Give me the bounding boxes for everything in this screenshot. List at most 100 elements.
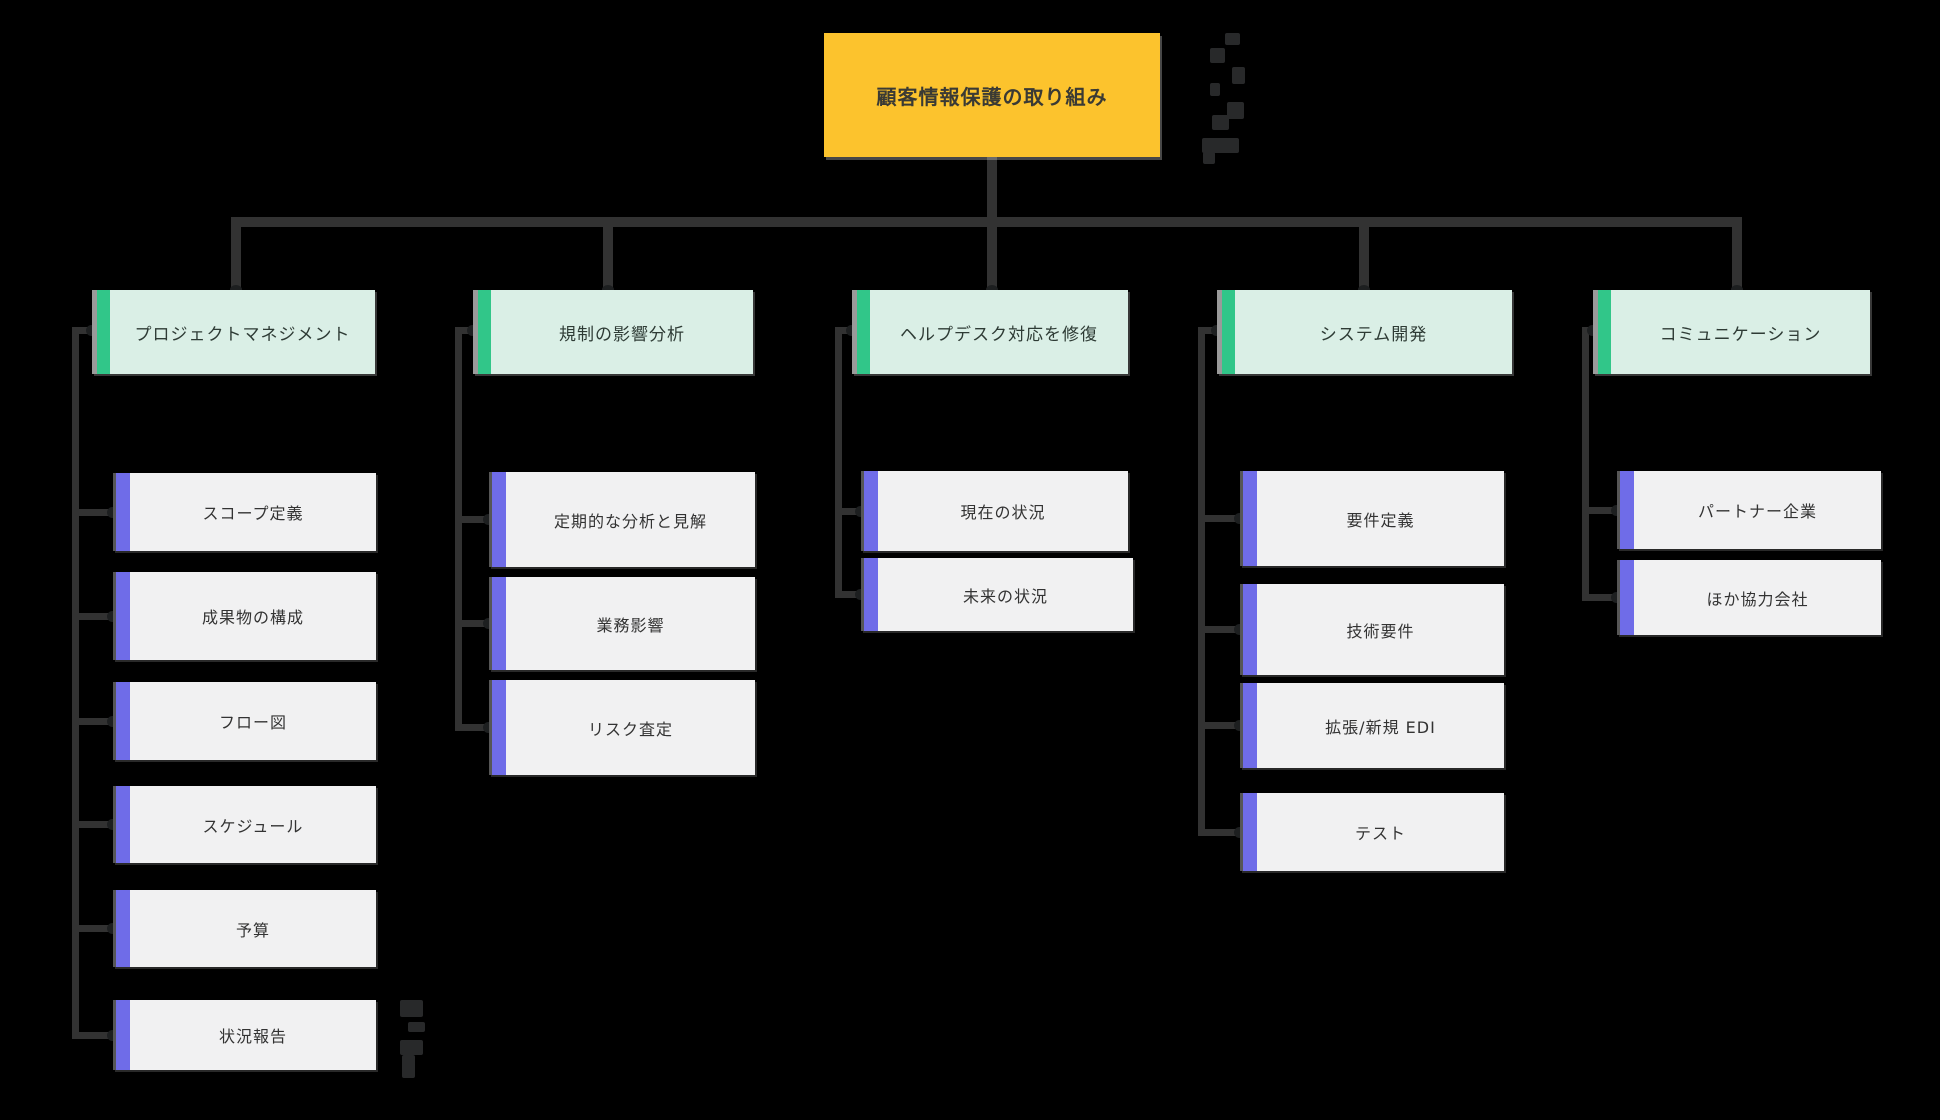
connector-drop-branch-4 [1358, 226, 1370, 294]
child-node-other-partner-firms[interactable]: ほか協力会社 [1617, 560, 1881, 635]
child-node-label: 拡張/新規 EDI [1325, 717, 1436, 737]
branch-header-label: ヘルプデスク対応を修復 [900, 324, 1098, 345]
child-node-future-state[interactable]: 未来の状況 [861, 558, 1133, 631]
branch-header-regulatory-analysis[interactable]: 規制の影響分析 [473, 290, 753, 374]
connector-stub-header-4 [1198, 324, 1222, 336]
child-node-label: パートナー企業 [1697, 502, 1817, 521]
connector-stub [72, 506, 118, 518]
child-accent-bar [1243, 793, 1257, 871]
child-node-label: 現在の状況 [960, 503, 1046, 522]
branch-header-helpdesk-repair[interactable]: ヘルプデスク対応を修復 [852, 290, 1128, 374]
child-accent-bar [864, 471, 878, 551]
child-node-budget[interactable]: 予算 [113, 890, 376, 967]
child-accent-bar [116, 1000, 130, 1070]
branch-header-system-development[interactable]: システム開発 [1217, 290, 1512, 374]
child-node-technical-requirements[interactable]: 技術要件 [1240, 584, 1504, 675]
child-node-deliverables-structure[interactable]: 成果物の構成 [113, 572, 376, 660]
child-node-status-report[interactable]: 状況報告 [113, 1000, 376, 1070]
sketch-mark [1227, 102, 1244, 119]
connector-stub [72, 818, 118, 830]
connector-trunk-branch-4 [1198, 327, 1205, 835]
connector-stub [1198, 512, 1245, 524]
branch-header-communication[interactable]: コミュニケーション [1593, 290, 1870, 374]
branch-header-label: 規制の影響分析 [559, 324, 685, 345]
connector-root-trunk [987, 155, 997, 218]
connector-drop-branch-1 [230, 226, 242, 294]
child-accent-bar [116, 473, 130, 551]
sketch-mark [1210, 48, 1225, 63]
child-node-expansion-new-edi[interactable]: 拡張/新規 EDI [1240, 683, 1504, 768]
child-node-schedule[interactable]: スケジュール [113, 786, 376, 863]
connector-drop-branch-5 [1731, 226, 1743, 294]
child-node-label: 技術要件 [1346, 621, 1415, 641]
connector-trunk-branch-1 [72, 327, 79, 1038]
child-edge [1240, 584, 1243, 675]
child-edge [489, 577, 492, 670]
child-node-label: ほか協力会社 [1706, 589, 1809, 609]
connector-stub [1582, 591, 1622, 603]
child-edge [113, 473, 116, 551]
child-node-partner-companies[interactable]: パートナー企業 [1617, 471, 1881, 549]
child-accent-bar [1620, 471, 1634, 549]
child-node-flow-diagram[interactable]: フロー図 [113, 682, 376, 760]
child-node-label: 成果物の構成 [201, 608, 304, 627]
header-edge [852, 290, 857, 374]
header-accent-bar [97, 290, 110, 374]
child-edge [861, 558, 864, 631]
child-node-current-state[interactable]: 現在の状況 [861, 471, 1128, 551]
child-edge [113, 682, 116, 760]
sketch-mark [402, 1055, 415, 1078]
sketch-mark [1232, 67, 1245, 84]
connector-stub-header-1 [72, 324, 97, 336]
child-node-periodic-analysis[interactable]: 定期的な分析と見解 [489, 472, 755, 567]
child-accent-bar [1243, 683, 1257, 768]
child-node-testing[interactable]: テスト [1240, 793, 1504, 871]
connector-stub-header-5 [1582, 324, 1598, 336]
header-accent-bar [857, 290, 870, 374]
connector-stub [455, 721, 494, 733]
child-edge [113, 572, 116, 660]
branch-header-project-management[interactable]: プロジェクトマネジメント [92, 290, 375, 374]
connector-drop-branch-3 [986, 226, 998, 294]
child-accent-bar [1620, 560, 1634, 635]
sketch-mark [1210, 83, 1220, 96]
child-node-label: リスク査定 [587, 719, 673, 739]
child-node-label: 業務影響 [596, 615, 665, 635]
connector-stub [72, 922, 118, 934]
sketch-mark [1212, 115, 1229, 130]
child-accent-bar [116, 682, 130, 760]
child-accent-bar [1243, 584, 1257, 675]
child-node-label: 要件定義 [1346, 510, 1415, 530]
sketch-mark [1225, 33, 1240, 45]
child-node-label: 予算 [235, 920, 270, 940]
child-accent-bar [492, 680, 506, 775]
child-node-scope-definition[interactable]: スコープ定義 [113, 473, 376, 551]
root-node[interactable]: 顧客情報保護の取り組み [824, 33, 1160, 157]
child-node-risk-assessment[interactable]: リスク査定 [489, 680, 755, 775]
connector-stub [1582, 504, 1622, 516]
connector-stub [1198, 719, 1245, 731]
child-edge [1240, 793, 1243, 871]
connector-stub [72, 1029, 118, 1041]
sketch-mark [400, 1040, 423, 1055]
child-node-requirements-definition[interactable]: 要件定義 [1240, 471, 1504, 566]
connector-stub-header-3 [835, 324, 857, 336]
connector-stub [1198, 623, 1245, 635]
child-edge [113, 890, 116, 967]
child-edge [1617, 471, 1620, 549]
header-edge [1593, 290, 1598, 374]
child-node-label: スケジュール [202, 816, 304, 836]
sketch-mark [408, 1022, 425, 1032]
header-accent-bar [478, 290, 491, 374]
child-node-label: 未来の状況 [962, 586, 1048, 606]
child-edge [489, 472, 492, 567]
child-node-label: フロー図 [218, 713, 287, 732]
child-node-business-impact[interactable]: 業務影響 [489, 577, 755, 670]
child-edge [489, 680, 492, 775]
child-edge [861, 471, 864, 551]
child-node-label: 状況報告 [218, 1027, 287, 1046]
connector-stub [835, 588, 866, 600]
connector-trunk-branch-2 [455, 327, 462, 730]
connector-stub [835, 505, 866, 517]
header-edge [473, 290, 478, 374]
